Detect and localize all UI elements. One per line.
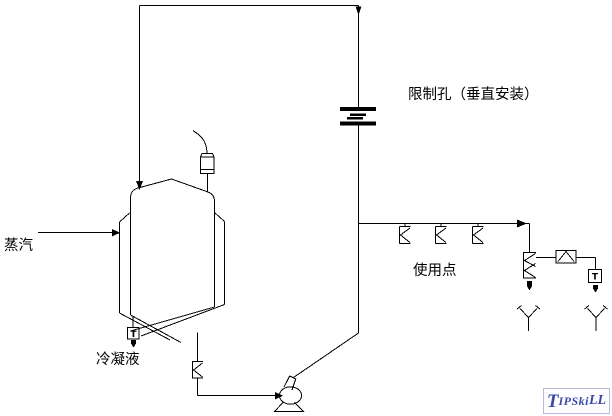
- restriction-orifice-icon: [340, 107, 376, 126]
- pump-icon: [273, 375, 305, 412]
- steam-label: 蒸汽: [4, 237, 33, 254]
- top-header-line: [136, 5, 362, 190]
- bottom-outlet-line: [197, 332, 283, 400]
- watermark-text-initial: T: [546, 390, 559, 412]
- trap-letter: T: [592, 273, 599, 283]
- use-point-header-line: [358, 219, 530, 252]
- flow-arrow-down-icon: [527, 281, 532, 291]
- flow-arrow-down-icon: [131, 340, 136, 348]
- takeoff-valve-1-icon: [399, 223, 411, 244]
- flow-arrow-right-icon: [275, 392, 283, 400]
- branch-to-strainer-line: [536, 257, 596, 270]
- steam-trap-right-icon: T: [588, 269, 602, 293]
- flow-arrow-into-vessel-icon: [136, 181, 143, 190]
- pump-discharge-line: [293, 332, 359, 378]
- steam-inlet-line: [38, 229, 120, 237]
- watermark-text-mid: IPSki: [558, 394, 589, 408]
- strainer-icon: [555, 250, 577, 264]
- watermark-text-end: LL: [589, 393, 607, 408]
- condensate-label: 冷凝液: [96, 351, 140, 368]
- flow-arrow-right-icon: [112, 229, 120, 237]
- flow-arrow-right-icon: [517, 219, 527, 228]
- jacketed-vessel: [119, 178, 225, 343]
- steam-trap-left-icon: T: [127, 317, 140, 348]
- restriction-orifice-label: 限制孔（垂直安装）: [408, 86, 539, 103]
- reducing-valve-icon: [523, 252, 536, 291]
- takeoff-valve-2-icon: [435, 223, 447, 244]
- takeoff-valve-3-icon: [472, 223, 484, 244]
- hose-connection-left-icon: [516, 305, 541, 331]
- use-point-label: 使用点: [413, 262, 457, 279]
- vent-filter-icon: [192, 130, 215, 193]
- trap-letter: T: [130, 330, 137, 340]
- flow-arrow-down-icon: [593, 285, 598, 293]
- bottom-outlet-valve-icon: [192, 361, 203, 379]
- hose-connection-right-icon: [584, 305, 608, 331]
